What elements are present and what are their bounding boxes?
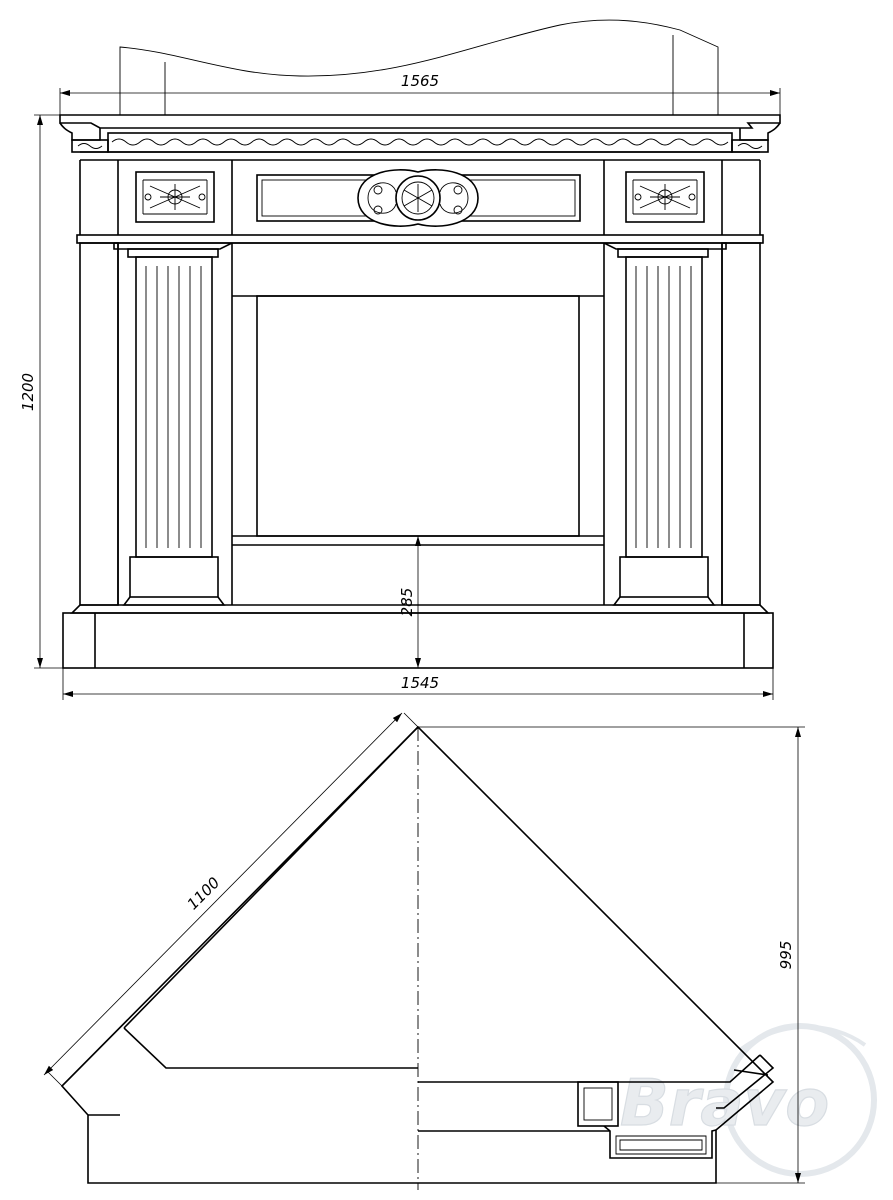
bravo-watermark-logo: Bravo bbox=[619, 1023, 877, 1177]
plan-outer-outline bbox=[60, 725, 775, 1184]
front-elevation: 1565 bbox=[19, 19, 781, 700]
left-outer-pilaster bbox=[79, 242, 119, 606]
central-medallion-ornament bbox=[357, 169, 479, 227]
rope-ornament bbox=[111, 138, 729, 146]
dimension-bottom-width: 1545 bbox=[62, 668, 774, 700]
right-fluted-column bbox=[603, 242, 727, 606]
mantel-top bbox=[59, 114, 781, 129]
right-outer-pilaster bbox=[721, 242, 761, 606]
dimension-depth: 995 bbox=[418, 726, 805, 1184]
dim-firebox-height-label: 285 bbox=[398, 588, 416, 617]
dim-side-length-label: 1100 bbox=[184, 874, 224, 914]
wall-outline bbox=[119, 19, 719, 115]
left-lattice-ornament bbox=[142, 179, 208, 215]
left-fluted-column bbox=[113, 242, 233, 606]
dimension-firebox-height: 285 bbox=[398, 536, 421, 668]
dim-depth-label: 995 bbox=[777, 941, 795, 970]
frieze bbox=[79, 160, 761, 235]
brand-text: Bravo bbox=[620, 1067, 829, 1141]
dim-bottom-width-label: 1545 bbox=[401, 674, 439, 692]
dim-top-width-label: 1565 bbox=[401, 72, 439, 90]
dim-height-label: 1200 bbox=[19, 373, 37, 411]
dimension-height: 1200 bbox=[19, 114, 70, 669]
firebox-opening bbox=[232, 295, 604, 546]
dimension-top-width: 1565 bbox=[59, 72, 781, 118]
right-lattice-ornament bbox=[632, 179, 698, 215]
dimension-side-length: 1100 bbox=[43, 712, 419, 1087]
